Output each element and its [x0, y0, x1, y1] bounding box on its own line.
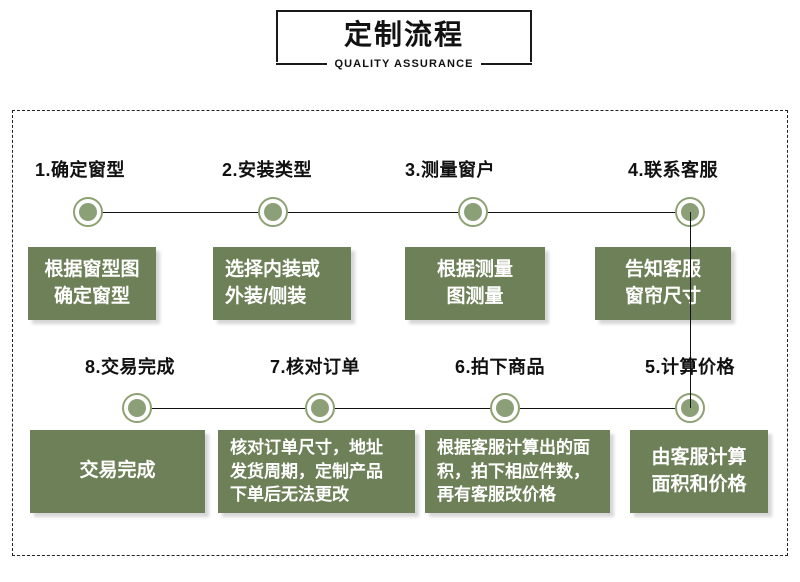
title-frame	[276, 10, 532, 62]
step-label-6: 6.拍下商品	[455, 357, 546, 377]
subtitle-text: QUALITY ASSURANCE	[334, 58, 474, 70]
step-node-8[interactable]	[122, 393, 152, 423]
step-box-4: 告知客服 窗帘尺寸	[595, 247, 731, 320]
step-node-1[interactable]	[73, 197, 103, 227]
page-title: 定制流程	[343, 19, 464, 50]
step-box-6-line-2: 积，拍下相应件数，	[437, 461, 590, 481]
step-box-1-line-1: 根据窗型图	[44, 259, 140, 281]
subtitle-row: QUALITY ASSURANCE	[276, 55, 533, 73]
step-label-5: 5.计算价格	[645, 357, 736, 377]
step-box-4-line-2: 窗帘尺寸	[624, 285, 701, 307]
step-box-3: 根据测量 图测量	[405, 247, 545, 320]
step-box-5-line-2: 面积和价格	[651, 473, 747, 495]
step-box-2: 选择内装或 外装/侧装	[213, 247, 351, 320]
step-box-6-line-1: 根据客服计算出的面	[437, 438, 590, 458]
step-node-3[interactable]	[458, 197, 488, 227]
step-box-2-line-2: 外装/侧装	[225, 285, 307, 307]
step-node-6[interactable]	[490, 393, 520, 423]
step-box-5-line-1: 由客服计算	[651, 447, 747, 469]
step-box-1-line-2: 确定窗型	[53, 285, 130, 307]
step-box-2-line-1: 选择内装或	[225, 259, 321, 281]
step-node-7[interactable]	[305, 393, 335, 423]
flow-container	[12, 110, 788, 556]
step-box-1: 根据窗型图 确定窗型	[28, 247, 156, 320]
step-box-4-line-1: 告知客服	[624, 259, 701, 281]
step-box-7-line-3: 下单后无法更改	[230, 485, 349, 505]
step-box-3-line-1: 根据测量	[436, 259, 513, 281]
step-box-5: 由客服计算 面积和价格	[630, 430, 768, 513]
step-box-7: 核对订单尺寸，地址 发货周期，定制产品 下单后无法更改	[218, 430, 415, 513]
step-box-7-line-2: 发货周期，定制产品	[230, 461, 383, 481]
step-box-7-line-1: 核对订单尺寸，地址	[230, 438, 383, 458]
step-box-6: 根据客服计算出的面 积，拍下相应件数， 再有客服改价格	[425, 430, 610, 513]
step-box-3-line-2: 图测量	[446, 285, 504, 307]
step-box-6-line-3: 再有客服改价格	[437, 485, 556, 505]
step-label-1: 1.确定窗型	[35, 160, 126, 180]
subtitle-rule-left	[276, 63, 328, 65]
step-label-4: 4.联系客服	[628, 160, 719, 180]
step-box-8-line-1: 交易完成	[79, 460, 156, 482]
step-label-8: 8.交易完成	[85, 357, 176, 377]
connector-step4-to-step5	[690, 212, 691, 408]
step-label-2: 2.安装类型	[222, 160, 313, 180]
subtitle-rule-right	[480, 63, 533, 65]
rail-row1	[88, 212, 690, 213]
step-box-8: 交易完成	[30, 430, 205, 513]
rail-row2	[137, 408, 690, 409]
step-label-7: 7.核对订单	[270, 357, 361, 377]
step-node-2[interactable]	[258, 197, 288, 227]
step-label-3: 3.测量窗户	[405, 160, 496, 180]
